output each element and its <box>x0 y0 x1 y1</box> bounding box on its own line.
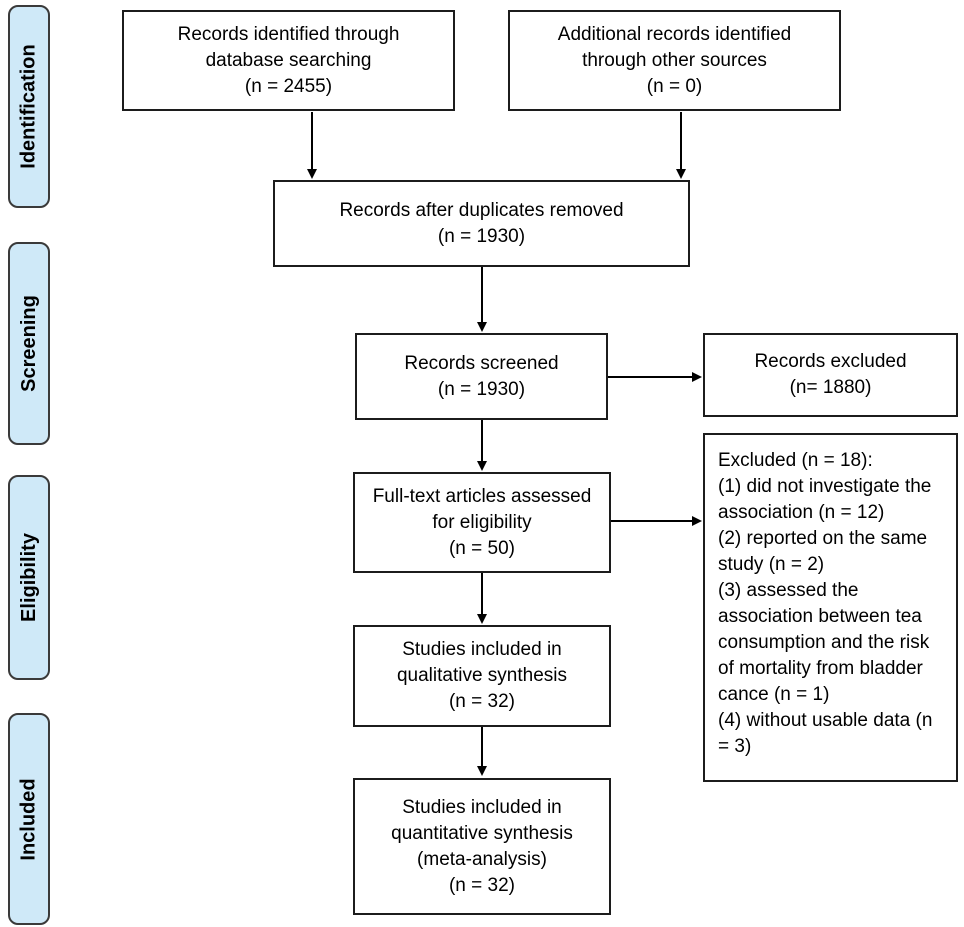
box-records-identified-other-sources: Additional records identified through ot… <box>508 10 841 111</box>
stage-tab-screening-label: Screening <box>17 295 40 392</box>
box-fulltext-assessed: Full-text articles assessed for eligibil… <box>353 472 611 573</box>
box-records-identified-database: Records identified through database sear… <box>122 10 455 111</box>
stage-tab-identification-label: Identification <box>17 44 40 169</box>
box-records-excluded: Records excluded (n= 1880) <box>703 333 958 417</box>
box-quantitative-synthesis: Studies included in quantitative synthes… <box>353 778 611 915</box>
box-records-screened: Records screened (n = 1930) <box>355 333 608 420</box>
box-records-after-duplicates-removed: Records after duplicates removed (n = 19… <box>273 180 690 267</box>
box-fulltext-excluded-reasons: Excluded (n = 18): (1) did not investiga… <box>703 433 958 782</box>
stage-tab-identification: Identification <box>8 5 50 208</box>
stage-tab-included-label: Included <box>17 777 40 861</box>
stage-tab-eligibility-label: Eligibility <box>17 533 40 622</box>
stage-tab-eligibility: Eligibility <box>8 475 50 680</box>
stage-tab-included: Included <box>8 713 50 925</box>
box-qualitative-synthesis: Studies included in qualitative synthesi… <box>353 625 611 727</box>
stage-tab-screening: Screening <box>8 242 50 445</box>
